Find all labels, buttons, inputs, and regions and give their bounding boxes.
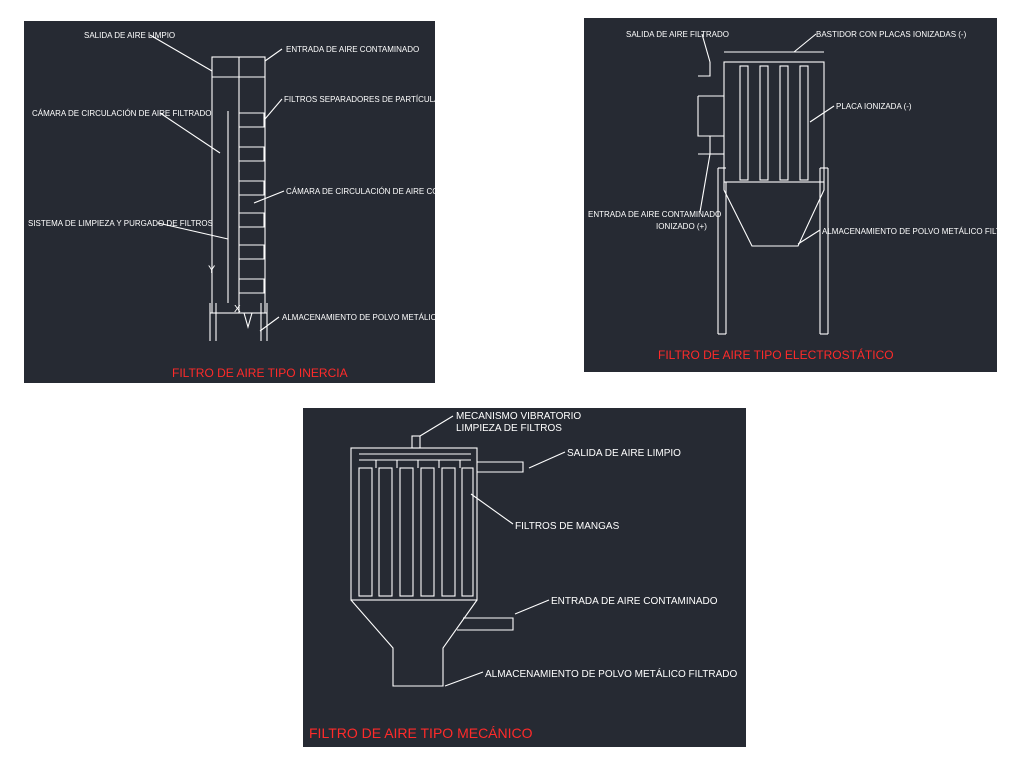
electrostatic-label-ionized-plate: PLACA IONIZADA (-) xyxy=(836,102,912,111)
inertia-label-clean-air-outlet: SALIDA DE AIRE LIMPIO xyxy=(84,31,175,40)
electrostatic-ionized-plates xyxy=(739,65,809,181)
electrostatic-filter-caption: FILTRO DE AIRE TIPO ELECTROSTÁTICO xyxy=(658,347,894,362)
inertia-label-contaminated-air-chamber: CÁMARA DE CIRCULACIÓN DE AIRE CONTAMINAD… xyxy=(286,187,435,196)
inertia-label-cleaning-system: SISTEMA DE LIMPIEZA Y PURGADO DE FILTROS xyxy=(28,219,213,228)
inertia-label-separator-filters: FILTROS SEPARADORES DE PARTÍCULAS xyxy=(284,95,435,104)
electrostatic-filter-drawing: SALIDA DE AIRE FILTRADO BASTIDOR CON PLA… xyxy=(588,30,997,362)
inertia-filter-caption: FILTRO DE AIRE TIPO INERCIA xyxy=(172,366,348,380)
electrostatic-support-legs xyxy=(717,167,829,335)
mechanical-label-vibrator-line1: MECANISMO VIBRATORIO xyxy=(456,411,581,422)
inertia-filter-drawing: Y X SALIDA DE AIRE LIMPIO ENTRADA DE AIR… xyxy=(28,31,435,380)
mechanical-filter-body xyxy=(350,435,524,687)
mechanical-label-contaminated-air-inlet: ENTRADA DE AIRE CONTAMINADO xyxy=(551,596,718,607)
mechanical-labels: MECANISMO VIBRATORIO LIMPIEZA DE FILTROS… xyxy=(456,411,737,680)
inertia-support-legs xyxy=(209,303,268,341)
electrostatic-outlet-ducts xyxy=(697,62,724,155)
inertia-leader-lines xyxy=(149,34,285,332)
inertia-label-filtered-air-chamber: CÁMARA DE CIRCULACIÓN DE AIRE FILTRADO xyxy=(32,109,211,118)
electrostatic-labels: SALIDA DE AIRE FILTRADO BASTIDOR CON PLA… xyxy=(588,30,997,236)
mechanical-filter-panel: MECANISMO VIBRATORIO LIMPIEZA DE FILTROS… xyxy=(303,408,746,747)
mechanical-inlet-duct xyxy=(457,617,514,631)
inertia-label-dust-storage: ALMACENAMIENTO DE POLVO METÁLICO FILTRAD… xyxy=(282,313,435,322)
mechanical-label-dust-storage: ALMACENAMIENTO DE POLVO METÁLICO FILTRAD… xyxy=(485,667,737,680)
inertia-separator-baffles xyxy=(239,112,265,294)
inertia-filter-body: Y X xyxy=(208,56,268,341)
mechanical-leader-lines xyxy=(419,415,566,687)
electrostatic-label-dust-storage: ALMACENAMIENTO DE POLVO METÁLICO FILTRAD… xyxy=(822,227,997,236)
mechanical-label-clean-air-outlet: SALIDA DE AIRE LIMPIO xyxy=(567,448,681,459)
electrostatic-leader-lines xyxy=(699,33,835,245)
mechanical-clean-air-outlet-duct xyxy=(477,461,524,473)
electrostatic-label-inlet-line2: IONIZADO (+) xyxy=(656,222,707,231)
mechanical-filter-caption: FILTRO DE AIRE TIPO MECÁNICO xyxy=(309,725,533,741)
mechanical-hopper xyxy=(350,599,478,687)
electrostatic-label-ionized-plates-frame: BASTIDOR CON PLACAS IONIZADAS (-) xyxy=(816,30,967,39)
electrostatic-filter-panel: SALIDA DE AIRE FILTRADO BASTIDOR CON PLA… xyxy=(584,18,997,372)
inertia-labels: SALIDA DE AIRE LIMPIO ENTRADA DE AIRE CO… xyxy=(28,31,435,322)
inertia-filter-panel: Y X SALIDA DE AIRE LIMPIO ENTRADA DE AIR… xyxy=(24,21,435,383)
inertia-mark-x: X xyxy=(234,304,241,315)
electrostatic-label-inlet-line1: ENTRADA DE AIRE CONTAMINADO xyxy=(588,210,721,219)
electrostatic-filter-body xyxy=(697,51,829,335)
electrostatic-label-filtered-air-outlet: SALIDA DE AIRE FILTRADO xyxy=(626,30,729,39)
inertia-mark-y: Y xyxy=(208,264,216,276)
mechanical-label-vibrator-line2: LIMPIEZA DE FILTROS xyxy=(456,423,562,434)
inertia-label-contaminated-air-inlet: ENTRADA DE AIRE CONTAMINADO xyxy=(286,45,419,54)
mechanical-bag-filters xyxy=(358,460,474,597)
mechanical-filter-drawing: MECANISMO VIBRATORIO LIMPIEZA DE FILTROS… xyxy=(309,411,737,741)
mechanical-label-bag-filters: FILTROS DE MANGAS xyxy=(515,521,620,532)
electrostatic-hopper xyxy=(723,182,825,247)
